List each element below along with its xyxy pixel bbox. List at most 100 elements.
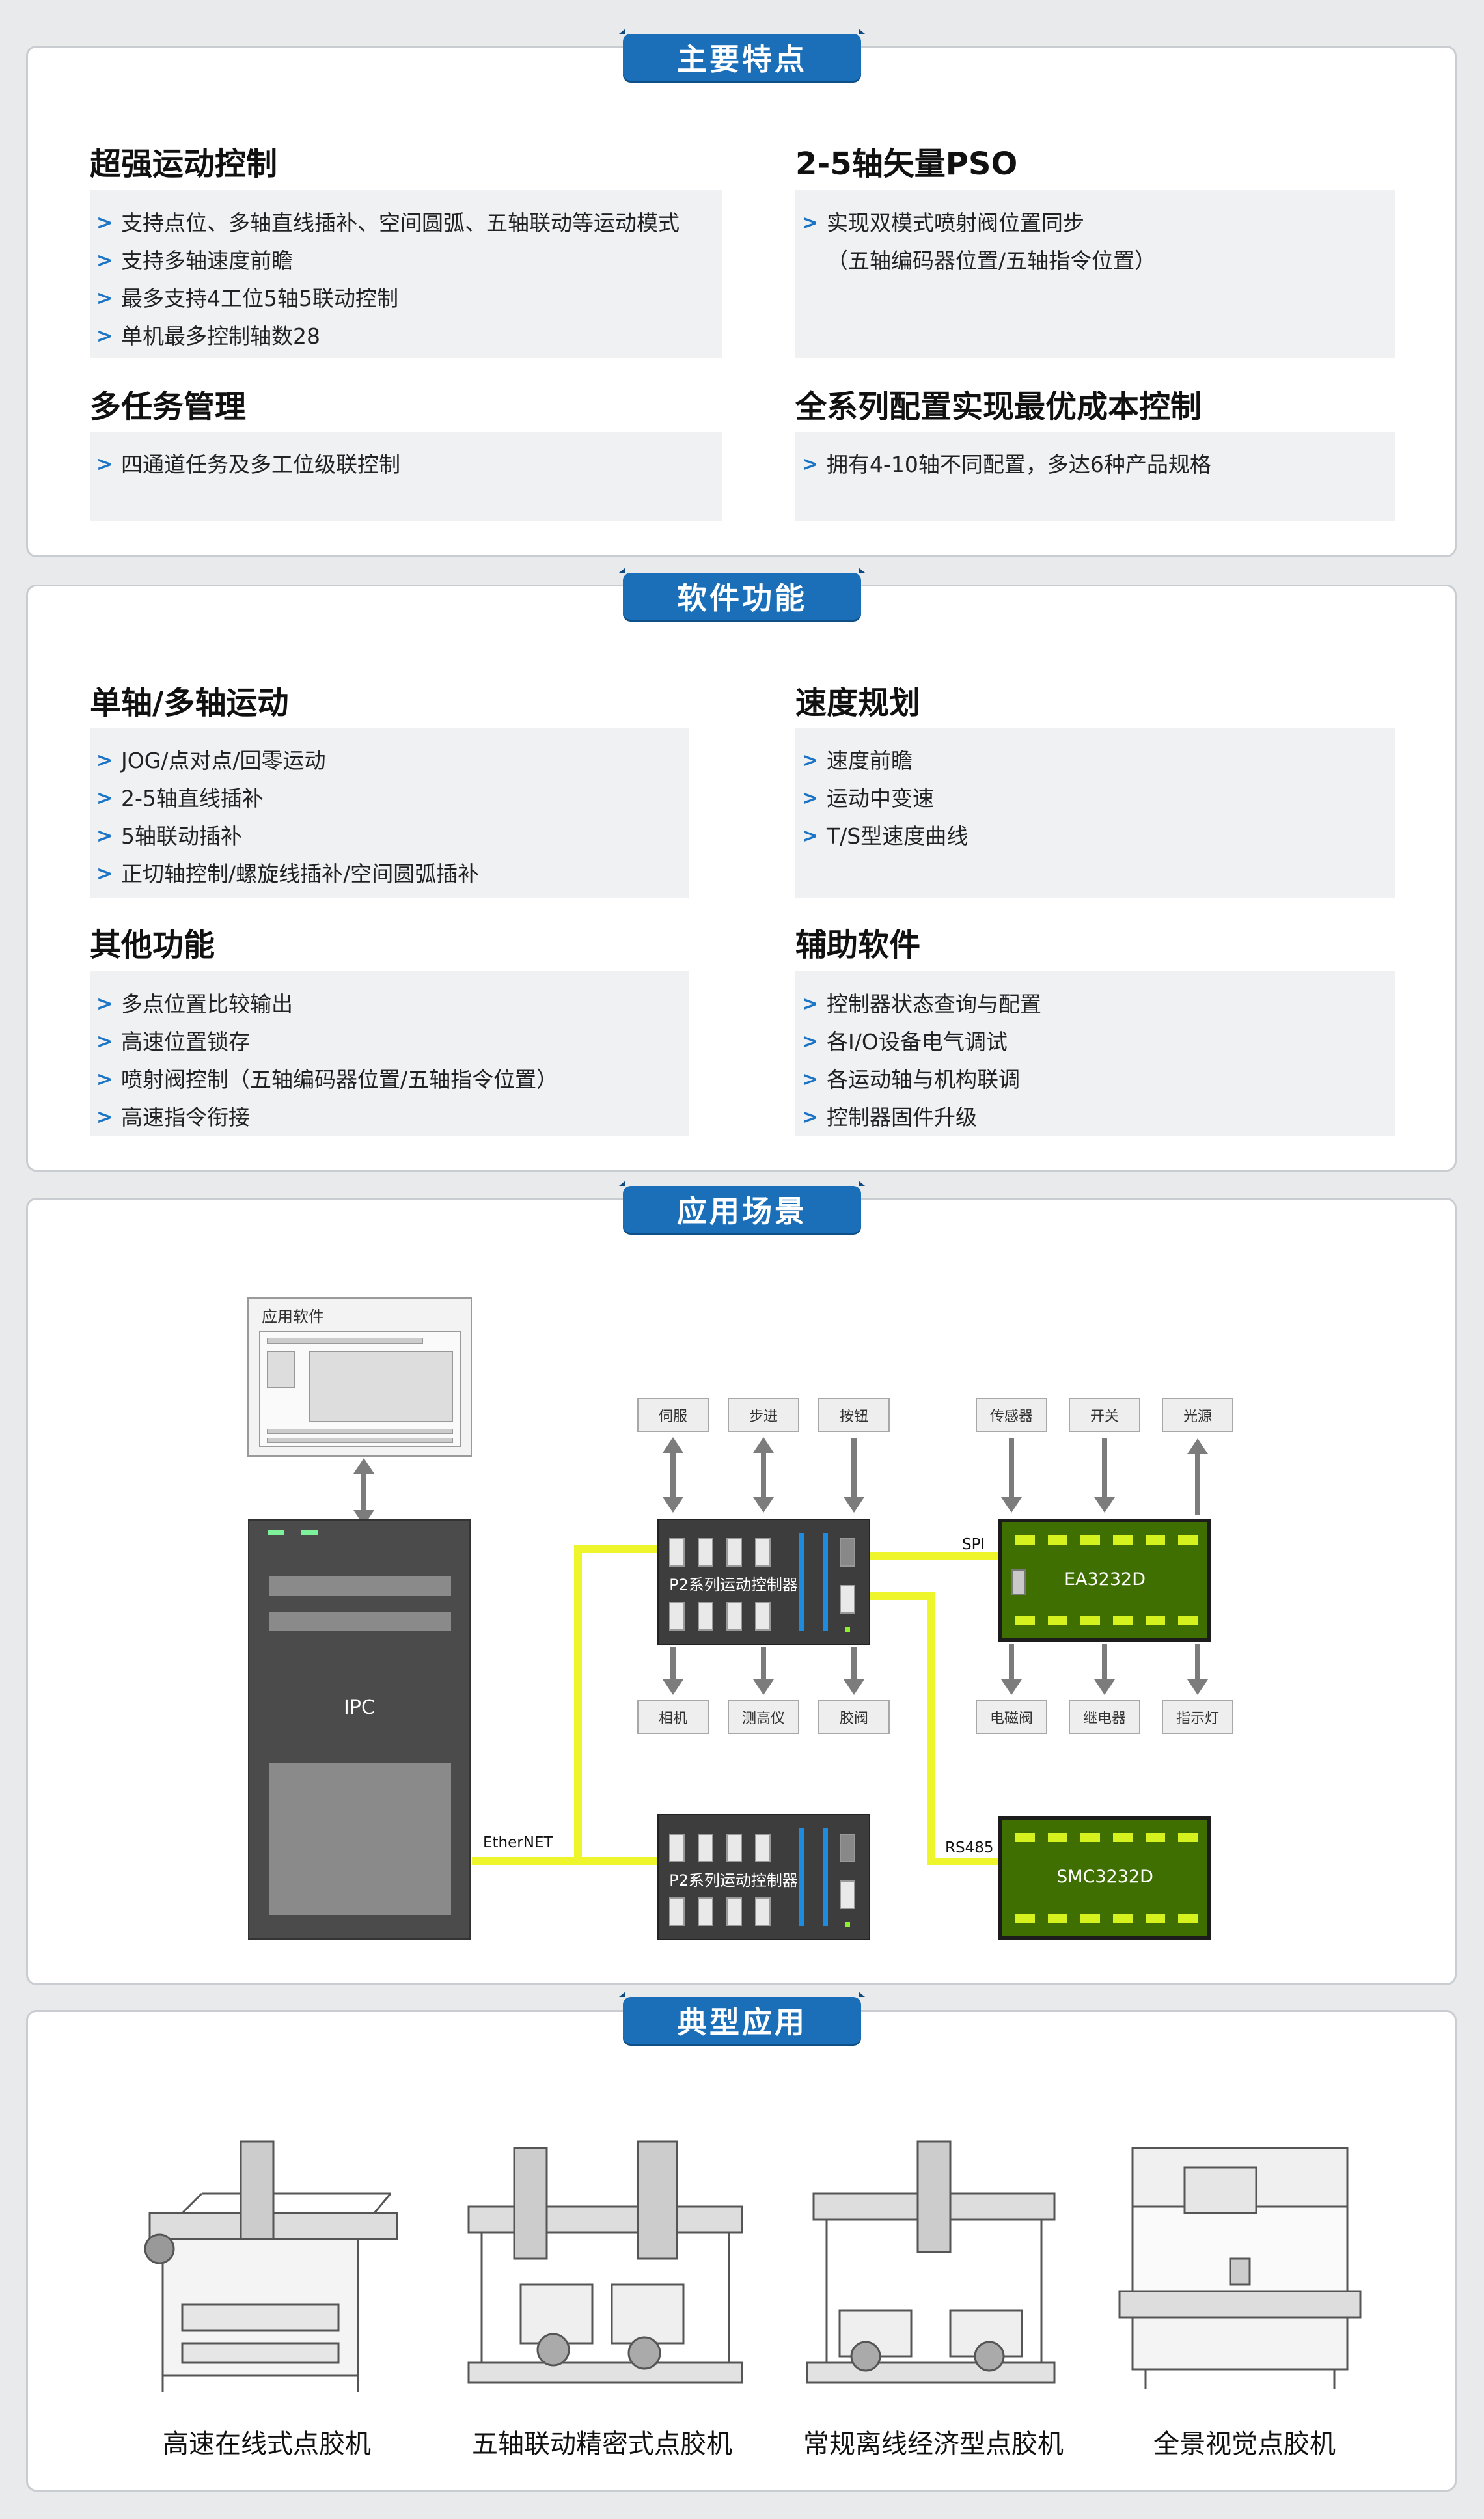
double-arrow-icon [670,1450,676,1498]
application-caption-2: 五轴联动精密式点胶机 [472,2429,732,2459]
device-tag-indicator: 指示灯 [1162,1700,1233,1734]
app-window-title: 应用软件 [262,1308,324,1326]
controller-label: P2系列运动控制器 [669,1871,798,1890]
chevron-right-icon: > [96,249,113,272]
device-tag-height-gauge: 测高仪 [728,1700,799,1734]
software-title-other: 其他功能 [90,927,215,963]
list-item: >实现双模式喷射阀位置同步 [802,204,1395,242]
io-board-label: EA3232D [1064,1569,1146,1590]
io-board-ea3232d: EA3232D [998,1519,1211,1642]
list-item: >高速位置锁存 [96,1023,689,1061]
list-item: >5轴联动插补 [96,818,689,855]
chevron-right-icon: > [96,787,113,810]
arrow-down-icon [1009,1438,1014,1498]
arrow-down-icon [851,1438,857,1498]
device-tag-solenoid: 电磁阀 [976,1700,1047,1734]
device-tag-button: 按钮 [818,1398,890,1432]
list-item: >运动中变速 [802,780,1395,818]
chevron-right-icon: > [802,1106,819,1129]
list-item-continuation: （五轴编码器位置/五轴指令位置） [827,248,1157,273]
application-caption-3: 常规离线经济型点胶机 [803,2429,1064,2459]
application-caption-1: 高速在线式点胶机 [163,2429,371,2459]
list-item: >支持点位、多轴直线插补、空间圆弧、五轴联动等运动模式 [96,204,722,242]
list-item: >正切轴控制/螺旋线插补/空间圆弧插补 [96,855,689,893]
application-caption-4: 全景视觉点胶机 [1153,2429,1336,2459]
device-tag-glue-valve: 胶阀 [818,1700,890,1734]
list-item: >四通道任务及多工位级联控制 [96,446,722,484]
arrow-up-icon [1195,1453,1200,1515]
list-item: >速度前瞻 [802,742,1395,780]
software-box-other: >多点位置比较输出 >高速位置锁存 >喷射阀控制（五轴编码器位置/五轴指令位置）… [90,971,689,1136]
feature-box-motion: >支持点位、多轴直线插补、空间圆弧、五轴联动等运动模式 >支持多轴速度前瞻 >最… [90,190,722,358]
chevron-right-icon: > [96,749,113,772]
software-title-aux: 辅助软件 [795,927,921,963]
arrow-down-icon [1195,1644,1200,1681]
feature-title-multitask: 多任务管理 [90,389,247,425]
list-item: >JOG/点对点/回零运动 [96,742,689,780]
motion-controller-2: P2系列运动控制器 [657,1814,870,1940]
chevron-right-icon: > [802,1030,819,1053]
spi-cable [870,1552,1000,1560]
feature-title-motion: 超强运动控制 [90,146,278,182]
feature-box-pso: >实现双模式喷射阀位置同步 （五轴编码器位置/五轴指令位置） [795,190,1395,358]
feature-title-cost: 全系列配置实现最优成本控制 [795,389,1202,425]
chevron-right-icon: > [96,1030,113,1053]
controller-label: P2系列运动控制器 [669,1576,798,1594]
list-item: >多点位置比较输出 [96,985,689,1023]
chevron-right-icon: > [802,1068,819,1091]
arrow-down-icon [1102,1438,1107,1498]
chevron-right-icon: > [802,749,819,772]
arrow-down-icon [761,1647,766,1681]
chevron-right-icon: > [96,862,113,885]
chevron-right-icon: > [96,993,113,1015]
motion-controller-1: P2系列运动控制器 [657,1519,870,1645]
device-tag-sensor: 传感器 [976,1398,1047,1432]
software-box-aux: >控制器状态查询与配置 >各I/O设备电气调试 >各运动轴与机构联调 >控制器固… [795,971,1395,1136]
chevron-right-icon: > [96,212,113,234]
software-box-speed: >速度前瞻 >运动中变速 >T/S型速度曲线 [795,728,1395,898]
list-item: >支持多轴速度前瞻 [96,242,722,280]
chevron-right-icon: > [802,993,819,1015]
rs485-cable [870,1592,935,1600]
chevron-right-icon: > [96,453,113,476]
list-item: >单机最多控制轴数28 [96,318,722,355]
feature-box-multitask: >四通道任务及多工位级联控制 [90,432,722,521]
device-tag-switch: 开关 [1069,1398,1140,1432]
io-board-smc3232d: SMC3232D [998,1816,1211,1940]
chevron-right-icon: > [96,325,113,348]
device-tag-light: 光源 [1162,1398,1233,1432]
arrow-down-icon [670,1647,676,1681]
feature-title-pso: 2-5轴矢量PSO [795,146,1018,182]
dispenser-machine-3-image [806,2140,1056,2384]
chevron-right-icon: > [802,212,819,234]
device-tag-stepper: 步进 [728,1398,799,1432]
chevron-right-icon: > [96,287,113,310]
feature-box-cost: >拥有4-10轴不同配置，多达6种产品规格 [795,432,1395,521]
arrow-down-icon [1102,1644,1107,1681]
list-item: >控制器状态查询与配置 [802,985,1395,1023]
features-tab: 主要特点 [619,29,865,81]
list-item: >控制器固件升级 [802,1099,1395,1136]
app-window-body [259,1331,461,1447]
dispenser-machine-1-image [144,2140,398,2392]
list-item: >各I/O设备电气调试 [802,1023,1395,1061]
list-item: >T/S型速度曲线 [802,818,1395,855]
chevron-right-icon: > [96,1068,113,1091]
ethernet-label: EtherNET [483,1834,553,1851]
chevron-right-icon: > [96,1106,113,1129]
device-tag-servo: 伺服 [637,1398,709,1432]
double-arrow-icon [761,1450,766,1498]
list-item: >2-5轴直线插补 [96,780,689,818]
spi-label: SPI [962,1536,985,1553]
arrow-down-icon [851,1647,857,1681]
list-item: >喷射阀控制（五轴编码器位置/五轴指令位置） [96,1061,689,1099]
scenario-tab: 应用场景 [619,1181,865,1233]
ipc-tower: IPC [248,1519,471,1940]
list-item: >各运动轴与机构联调 [802,1061,1395,1099]
chevron-right-icon: > [802,787,819,810]
software-tab: 软件功能 [619,568,865,620]
app-window: 应用软件 [247,1297,472,1457]
chevron-right-icon: > [802,825,819,847]
arrow-down-icon [1009,1644,1014,1681]
software-title-speed: 速度规划 [795,685,921,721]
